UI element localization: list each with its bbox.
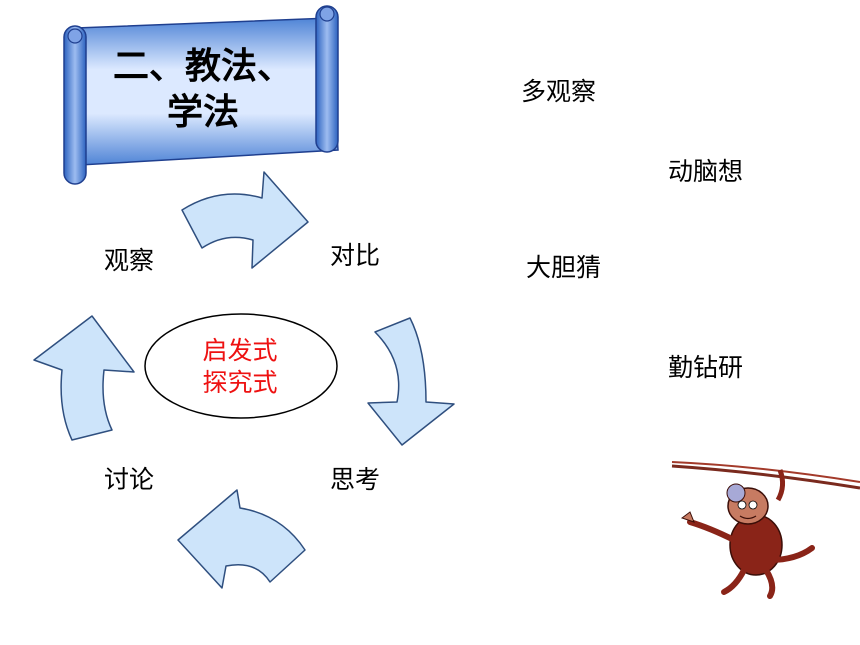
arrow-left (33, 315, 135, 441)
title-line-1: 二、教法、 (112, 46, 293, 87)
right-list-item-2: 动脑想 (668, 157, 744, 186)
node-think: 思考 (330, 465, 381, 494)
node-compare: 对比 (330, 241, 381, 270)
title-line-2: 学法 (166, 92, 239, 133)
node-observe: 观察 (104, 246, 155, 275)
scroll-banner (63, 5, 339, 185)
arrow-top (181, 171, 309, 269)
node-discuss: 讨论 (104, 465, 155, 494)
monkey-icon (671, 461, 860, 599)
right-list-item-1: 多观察 (521, 77, 597, 106)
center-label-line-2: 探究式 (202, 368, 278, 397)
right-list-item-3: 大胆猜 (526, 253, 602, 282)
page-title: 二、教法、 学法 (88, 44, 318, 136)
right-list-item-4: 勤钻研 (668, 353, 744, 382)
center-ellipse (144, 313, 338, 419)
center-label-line-1: 启发式 (202, 336, 278, 365)
center-label: 启发式 探究式 (150, 335, 330, 399)
arrow-bottom (177, 489, 306, 589)
arrow-right (367, 317, 455, 446)
